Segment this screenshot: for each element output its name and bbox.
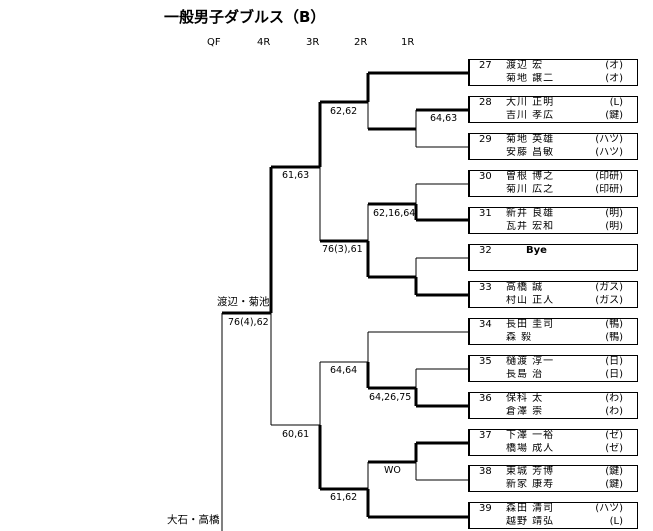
score-3r-a: 62,62 bbox=[330, 106, 358, 117]
entry-box: 29 菊地 英雄 (ハツ) 安藤 昌敏 (ハツ) bbox=[468, 133, 638, 160]
score-2r-d: WO bbox=[384, 465, 401, 476]
player-2-name: 安藤 昌敏 bbox=[506, 147, 555, 158]
page-title: 一般男子ダブルス（B） bbox=[164, 8, 326, 26]
player-2-club: (印研) bbox=[595, 184, 623, 195]
entry-box: 35 樋渡 淳一 (日) 長島 治 (日) bbox=[468, 355, 638, 382]
score-2r-b: 62,16,64 bbox=[373, 208, 416, 219]
player-1-club: (L) bbox=[609, 97, 623, 108]
player-1-club: (ガス) bbox=[595, 282, 623, 293]
bye-label: Bye bbox=[526, 245, 547, 256]
entry-number: 27 bbox=[479, 60, 492, 71]
loser-lines bbox=[221, 102, 468, 531]
round-label-2r: 2R bbox=[354, 37, 368, 48]
player-2-name: 菊川 広之 bbox=[506, 184, 555, 195]
player-2-club: (オ) bbox=[605, 73, 623, 84]
score-4r-top: 61,63 bbox=[282, 170, 310, 181]
player-2-name: 村山 正人 bbox=[506, 295, 555, 306]
entry-number: 28 bbox=[479, 97, 492, 108]
player-2-name: 橋場 成人 bbox=[506, 443, 555, 454]
entry-box: 38 東城 芳博 (鍵) 新家 康寿 (鍵) bbox=[468, 465, 638, 492]
player-2-club: (日) bbox=[605, 369, 623, 380]
score-4r-bottom: 60,61 bbox=[282, 429, 310, 440]
player-2-club: (鍵) bbox=[605, 479, 623, 490]
entry-number: 32 bbox=[479, 245, 492, 256]
player-1-name: 森田 清司 bbox=[506, 503, 555, 514]
entry-number: 39 bbox=[479, 503, 492, 514]
entry-number: 38 bbox=[479, 466, 492, 477]
player-1-name: 保科 太 bbox=[506, 393, 544, 404]
player-1-club: (鍵) bbox=[605, 466, 623, 477]
player-1-club: (わ) bbox=[605, 393, 623, 404]
player-1-name: 東城 芳博 bbox=[506, 466, 555, 477]
entry-number: 35 bbox=[479, 356, 492, 367]
player-2-club: (L) bbox=[609, 516, 623, 527]
entry-box: 36 保科 太 (わ) 倉澤 崇 (わ) bbox=[468, 392, 638, 419]
qf-top-winner: 渡辺・菊池 bbox=[217, 296, 270, 308]
entry-box: 30 曽根 博之 (印研) 菊川 広之 (印研) bbox=[468, 170, 638, 197]
player-2-name: 倉澤 崇 bbox=[506, 406, 544, 417]
player-1-name: 樋渡 淳一 bbox=[506, 356, 555, 367]
entry-number: 33 bbox=[479, 282, 492, 293]
entry-box: 34 長田 圭司 (鴨) 森 毅 (鴨) bbox=[468, 318, 638, 345]
player-2-club: (ゼ) bbox=[605, 443, 623, 454]
entry-box: 33 高橋 誠 (ガス) 村山 正人 (ガス) bbox=[468, 281, 638, 308]
round-label-3r: 3R bbox=[306, 37, 320, 48]
player-1-name: 高橋 誠 bbox=[506, 282, 544, 293]
entry-box: 31 新井 良雄 (明) 瓦井 宏和 (明) bbox=[468, 207, 638, 234]
player-2-club: (明) bbox=[605, 221, 623, 232]
player-1-name: 新井 良雄 bbox=[506, 208, 555, 219]
score-qf: 76(4),62 bbox=[228, 317, 269, 328]
player-2-name: 瓦井 宏和 bbox=[506, 221, 555, 232]
player-2-name: 吉川 孝広 bbox=[506, 110, 555, 121]
winner-lines bbox=[222, 71, 468, 519]
score-2r-c: 64,26,75 bbox=[369, 392, 412, 403]
round-label-qf: QF bbox=[207, 37, 221, 48]
entry-number: 37 bbox=[479, 430, 492, 441]
player-2-club: (ハツ) bbox=[595, 147, 623, 158]
entry-box: 39 森田 清司 (ハツ) 越野 靖弘 (L) bbox=[468, 502, 638, 529]
player-2-name: 菊地 譲二 bbox=[506, 73, 555, 84]
qf-bottom-winner: 大石・高橋 bbox=[167, 514, 220, 526]
player-1-name: 渡辺 宏 bbox=[506, 60, 544, 71]
entry-box: 27 渡辺 宏 (オ) 菊地 譲二 (オ) bbox=[468, 59, 638, 86]
player-1-club: (鴨) bbox=[605, 319, 623, 330]
entry-number: 31 bbox=[479, 208, 492, 219]
score-2r-a: 64,63 bbox=[430, 113, 458, 124]
player-1-name: 下澤 一裕 bbox=[506, 430, 555, 441]
player-1-club: (ハツ) bbox=[595, 134, 623, 145]
entry-box: 32 Bye bbox=[468, 244, 638, 271]
player-1-club: (ゼ) bbox=[605, 430, 623, 441]
entry-number: 30 bbox=[479, 171, 492, 182]
player-2-club: (鴨) bbox=[605, 332, 623, 343]
entry-box: 28 大川 正明 (L) 吉川 孝広 (鍵) bbox=[468, 96, 638, 123]
player-1-club: (印研) bbox=[595, 171, 623, 182]
player-2-club: (わ) bbox=[605, 406, 623, 417]
player-2-name: 越野 靖弘 bbox=[506, 516, 555, 527]
player-2-name: 長島 治 bbox=[506, 369, 544, 380]
player-2-club: (ガス) bbox=[595, 295, 623, 306]
entry-box: 37 下澤 一裕 (ゼ) 橋場 成人 (ゼ) bbox=[468, 429, 638, 456]
entry-number: 36 bbox=[479, 393, 492, 404]
score-3r-b: 76(3),61 bbox=[322, 244, 363, 255]
player-1-name: 大川 正明 bbox=[506, 97, 555, 108]
player-2-name: 森 毅 bbox=[506, 332, 533, 343]
entry-number: 34 bbox=[479, 319, 492, 330]
entry-number: 29 bbox=[479, 134, 492, 145]
round-label-4r: 4R bbox=[257, 37, 271, 48]
player-1-club: (オ) bbox=[605, 60, 623, 71]
score-3r-c: 64,64 bbox=[330, 365, 358, 376]
player-1-club: (日) bbox=[605, 356, 623, 367]
player-1-name: 曽根 博之 bbox=[506, 171, 555, 182]
player-2-club: (鍵) bbox=[605, 110, 623, 121]
round-label-1r: 1R bbox=[401, 37, 415, 48]
player-1-name: 菊地 英雄 bbox=[506, 134, 555, 145]
player-2-name: 新家 康寿 bbox=[506, 479, 555, 490]
player-1-club: (明) bbox=[605, 208, 623, 219]
player-1-club: (ハツ) bbox=[595, 503, 623, 514]
score-3r-d: 61,62 bbox=[330, 492, 358, 503]
player-1-name: 長田 圭司 bbox=[506, 319, 555, 330]
